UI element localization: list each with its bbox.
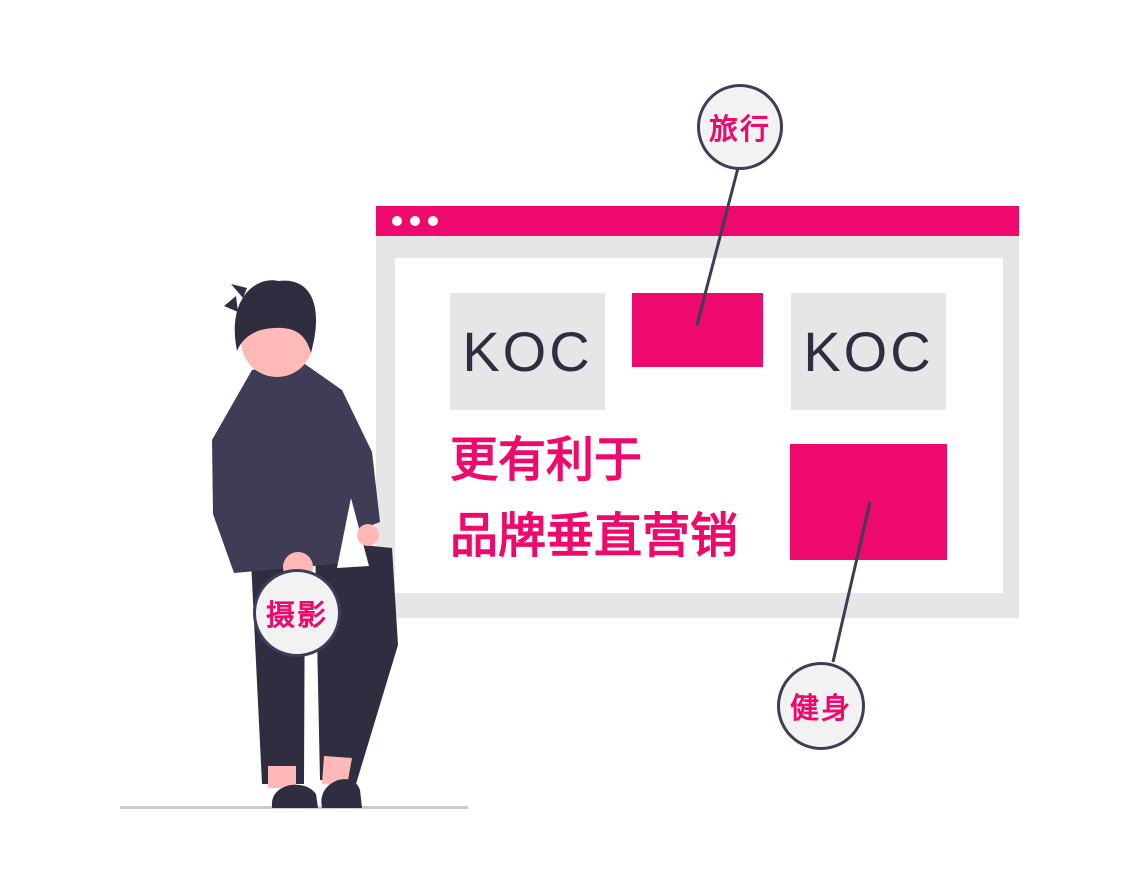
window-control-dot: [392, 216, 402, 226]
headline-line-1: 更有利于: [450, 434, 643, 487]
browser-content-area: KOC KOC 更有利于 品牌垂直营销: [395, 258, 1003, 593]
window-controls: [392, 216, 438, 226]
person-left-shoe: [271, 784, 318, 808]
koc-label-left: KOC: [462, 320, 593, 383]
ground-line: [120, 806, 468, 809]
pink-rectangle-travel: [632, 293, 763, 367]
headline-text: 更有利于 品牌垂直营销: [450, 423, 738, 575]
person-hair: [234, 280, 317, 353]
window-control-dot: [410, 216, 420, 226]
koc-block-left: KOC: [450, 293, 605, 410]
person-hair-spike: [224, 296, 238, 312]
person-right-ankle: [322, 756, 352, 786]
person-torso: [212, 362, 380, 573]
person-right-shoe: [321, 779, 362, 808]
tag-label-photography: 摄影: [265, 600, 328, 632]
person-left-ankle: [268, 766, 296, 788]
tag-circle-travel: 旅行: [697, 84, 783, 170]
koc-label-right: KOC: [803, 320, 934, 383]
tag-circle-fitness: 健身: [777, 662, 865, 750]
browser-window: KOC KOC 更有利于 品牌垂直营销: [376, 206, 1019, 618]
pink-rectangle-fitness: [790, 444, 947, 560]
person-face: [241, 305, 313, 377]
window-control-dot: [428, 216, 438, 226]
tag-label-travel: 旅行: [708, 114, 771, 146]
person-arm-gap: [337, 498, 369, 568]
tag-circle-photography: 摄影: [253, 569, 341, 657]
person-hair-spike: [231, 284, 247, 298]
tag-label-fitness: 健身: [789, 693, 852, 725]
headline-line-2: 品牌垂直营销: [450, 510, 739, 563]
koc-block-right: KOC: [791, 293, 946, 410]
browser-titlebar: [376, 206, 1019, 236]
